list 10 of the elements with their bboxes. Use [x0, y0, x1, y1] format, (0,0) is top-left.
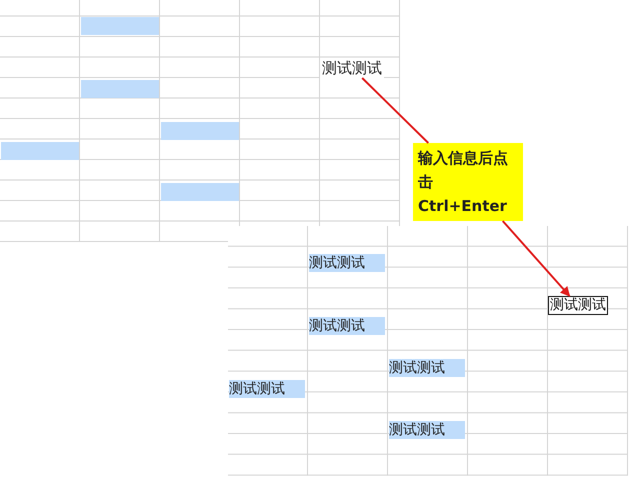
cell-text: 测试测试 — [389, 359, 465, 377]
cell-text: 测试测试 — [309, 254, 385, 272]
cell-text: 测试测试 — [309, 317, 385, 335]
connector-line — [361, 77, 430, 144]
selected-cell: 测试测试 — [548, 296, 608, 315]
cell-text: 测试测试 — [320, 58, 384, 78]
cell-text: 测试测试 — [229, 380, 305, 398]
note-box: 输入信息后点击Ctrl+Enter — [413, 143, 523, 221]
arrow — [502, 220, 570, 297]
cell-text: 测试测试 — [389, 421, 465, 439]
